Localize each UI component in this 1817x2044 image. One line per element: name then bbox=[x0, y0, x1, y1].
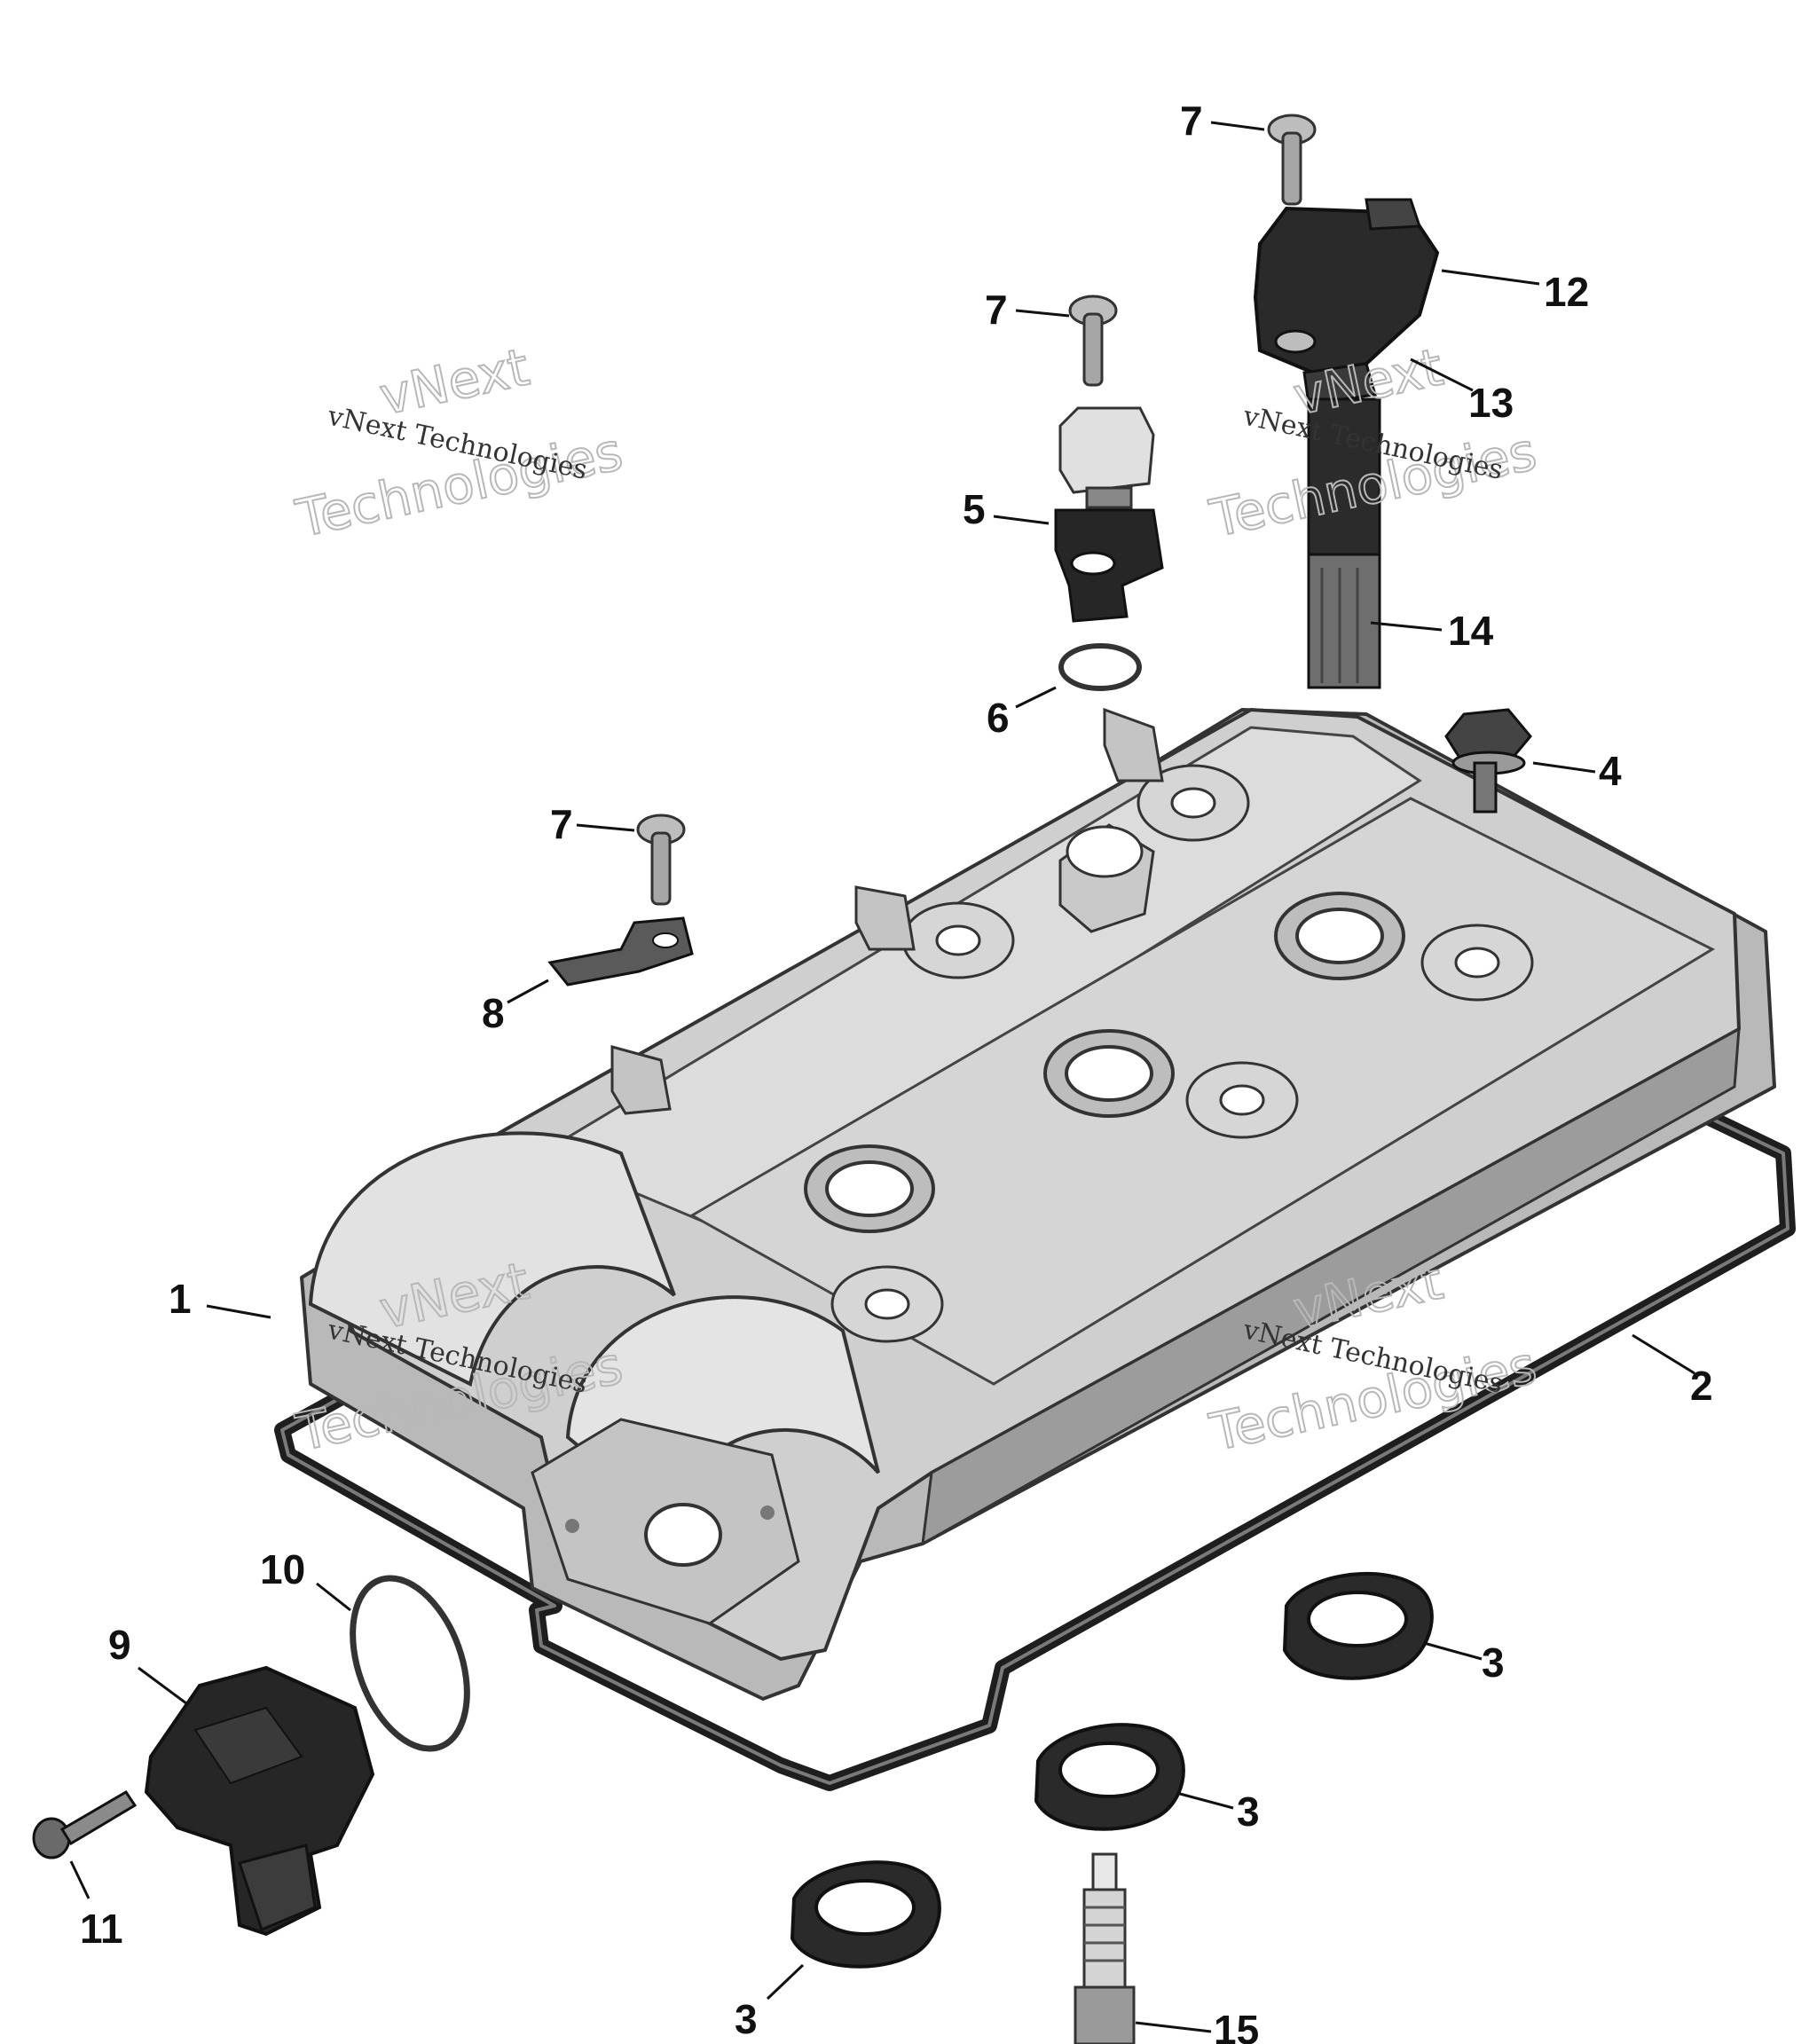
bracket bbox=[547, 916, 694, 987]
callout-8: 8 bbox=[482, 990, 505, 1036]
callout-10: 10 bbox=[260, 1546, 305, 1592]
bolt-boss bbox=[901, 901, 1015, 979]
callout-11: 11 bbox=[80, 1906, 123, 1952]
spark-plug-tube-seal bbox=[1282, 1571, 1434, 1680]
screw bbox=[1068, 295, 1118, 387]
housing-o-ring bbox=[350, 1575, 470, 1752]
screw bbox=[636, 814, 686, 906]
callout-labels: 1 2 3 3 3 3 4 5 6 7 7 7 8 9 10 11 12 13 … bbox=[80, 98, 1713, 2044]
housing-screw bbox=[32, 1789, 138, 1859]
svg-text:vNext: vNext bbox=[374, 336, 534, 427]
bolt-boss bbox=[830, 1265, 944, 1343]
screw bbox=[1267, 114, 1317, 206]
coil-well-ring bbox=[804, 1144, 935, 1233]
callout-9: 9 bbox=[108, 1622, 131, 1668]
coil-seal bbox=[1302, 362, 1377, 405]
callout-7: 7 bbox=[550, 801, 573, 847]
outlet-housing bbox=[144, 1665, 375, 1937]
bolt-boss bbox=[1185, 1061, 1299, 1139]
coil-well-ring bbox=[1274, 892, 1405, 980]
callout-1: 1 bbox=[169, 1276, 192, 1322]
coil-well-ring bbox=[1043, 1029, 1175, 1118]
sensor-o-ring bbox=[1058, 643, 1142, 691]
callout-2: 2 bbox=[1690, 1363, 1713, 1409]
callout-3: 3 bbox=[1237, 1788, 1260, 1835]
bolt-boss bbox=[1137, 764, 1250, 842]
spark-plug-tube-seal bbox=[1034, 1723, 1185, 1831]
callout-14: 14 bbox=[1448, 608, 1494, 654]
spark-plug-tube-seal bbox=[790, 1860, 941, 1969]
plug-bolt bbox=[1444, 708, 1532, 814]
callout-3: 3 bbox=[1482, 1639, 1505, 1686]
sensor bbox=[1054, 406, 1164, 623]
callout-5: 5 bbox=[963, 486, 986, 532]
callout-7: 7 bbox=[985, 287, 1008, 333]
spark-plug bbox=[1074, 1852, 1136, 2044]
callout-6: 6 bbox=[987, 695, 1010, 741]
leader-lines bbox=[69, 121, 1695, 2033]
sensor-boss bbox=[1058, 823, 1155, 933]
callout-12: 12 bbox=[1544, 269, 1589, 315]
ignition-coil bbox=[1253, 198, 1440, 375]
bolt-boss bbox=[1420, 924, 1534, 1002]
callout-15: 15 bbox=[1214, 2007, 1259, 2044]
callout-7: 7 bbox=[1180, 98, 1203, 144]
valve-cover bbox=[300, 707, 1776, 1701]
coil-boot bbox=[1307, 397, 1381, 689]
callout-3: 3 bbox=[735, 1996, 758, 2042]
callout-13: 13 bbox=[1468, 380, 1514, 426]
callout-4: 4 bbox=[1599, 748, 1622, 794]
